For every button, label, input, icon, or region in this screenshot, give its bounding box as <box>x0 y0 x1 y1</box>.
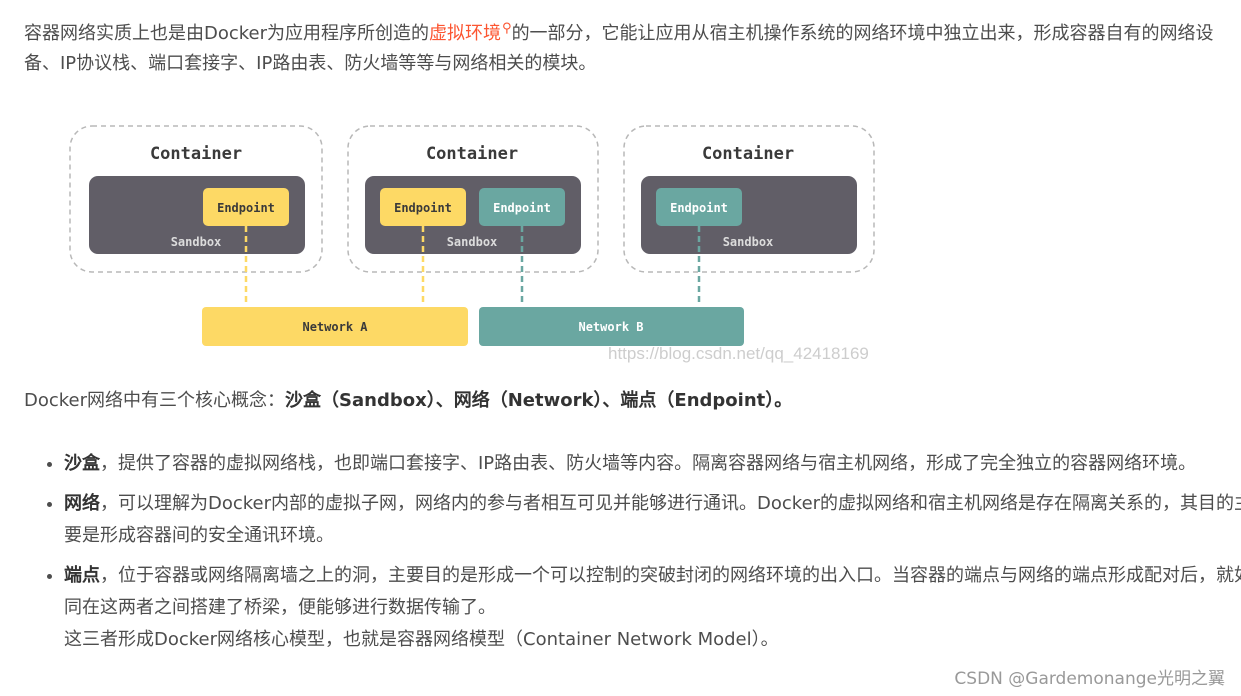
container-box-3 <box>623 125 875 273</box>
endpoint-3 <box>656 188 742 226</box>
endpoint-label-2b: Endpoint <box>493 201 551 215</box>
endpoint-label-2a: Endpoint <box>394 201 452 215</box>
network-b-bar <box>479 307 744 346</box>
endpoint-label-1: Endpoint <box>217 201 275 215</box>
container-label-2: Container <box>426 144 518 164</box>
list-item: 沙盒，提供了容器的虚拟网络栈，也即端口套接字、IP路由表、防火墙等内容。隔离容器… <box>64 448 1241 480</box>
summary-text: 这三者形成Docker网络核心模型，也就是容器网络模型（Container Ne… <box>64 629 779 650</box>
container-box-1 <box>69 125 323 273</box>
concepts-prefix: Docker网络中有三个核心概念： <box>24 390 286 411</box>
endpoint-1 <box>203 188 289 226</box>
endpoint-label-3: Endpoint <box>670 201 728 215</box>
docker-network-diagram: Container Endpoint Sandbox Container End… <box>69 125 875 363</box>
container-box-2 <box>347 125 599 273</box>
list-item: 端点，位于容器或网络隔离墙之上的洞，主要目的是形成一个可以控制的突破封闭的网络环… <box>64 560 1241 656</box>
term-network: 网络 <box>64 493 100 514</box>
network-a-bar <box>202 307 468 346</box>
endpoint-2a <box>380 188 466 226</box>
concepts-paragraph: Docker网络中有三个核心概念：沙盒（Sandbox）、网络（Network）… <box>24 386 1224 416</box>
intro-paragraph: 容器网络实质上也是由Docker为应用程序所创造的虚拟环境⚲的一部分，它能让应用… <box>24 14 1224 79</box>
concept-list: 沙盒，提供了容器的虚拟网络栈，也即端口套接字、IP路由表、防火墙等内容。隔离容器… <box>40 448 1241 664</box>
virtual-env-link-text: 虚拟环境 <box>429 23 502 44</box>
term-sandbox-desc: ，提供了容器的虚拟网络栈，也即端口套接字、IP路由表、防火墙等内容。隔离容器网络… <box>100 453 1197 474</box>
sandbox-label-1: Sandbox <box>171 235 222 249</box>
image-watermark: https://blog.csdn.net/qq_42418169 <box>608 344 869 363</box>
list-item: 网络，可以理解为Docker内部的虚拟子网，网络内的参与者相互可见并能够进行通讯… <box>64 488 1241 552</box>
endpoint-2b <box>479 188 565 226</box>
network-b-label: Network B <box>578 320 643 334</box>
csdn-watermark: CSDN @Gardemonange光明之翼 <box>954 669 1225 689</box>
container-label-3: Container <box>702 144 794 164</box>
concepts-bold: 沙盒（Sandbox）、网络（Network）、端点（Endpoint）。 <box>285 390 793 411</box>
term-network-desc: ，可以理解为Docker内部的虚拟子网，网络内的参与者相互可见并能够进行通讯。D… <box>64 493 1241 546</box>
term-endpoint-desc: ，位于容器或网络隔离墙之上的洞，主要目的是形成一个可以控制的突破封闭的网络环境的… <box>64 565 1241 618</box>
term-endpoint: 端点 <box>64 565 100 586</box>
network-a-label: Network A <box>302 320 368 334</box>
term-sandbox: 沙盒 <box>64 453 100 474</box>
intro-text-after: 的一部分，它能让应用从宿主机操作系统的网络环境中独立出来，形成容器自有的网络设备… <box>24 23 1214 74</box>
sandbox-label-3: Sandbox <box>723 235 774 249</box>
search-icon: ⚲ <box>502 21 512 36</box>
virtual-env-link[interactable]: 虚拟环境⚲ <box>429 21 512 44</box>
container-label-1: Container <box>150 144 242 164</box>
sandbox-label-2: Sandbox <box>447 235 498 249</box>
intro-text-before: 容器网络实质上也是由Docker为应用程序所创造的 <box>24 23 430 44</box>
